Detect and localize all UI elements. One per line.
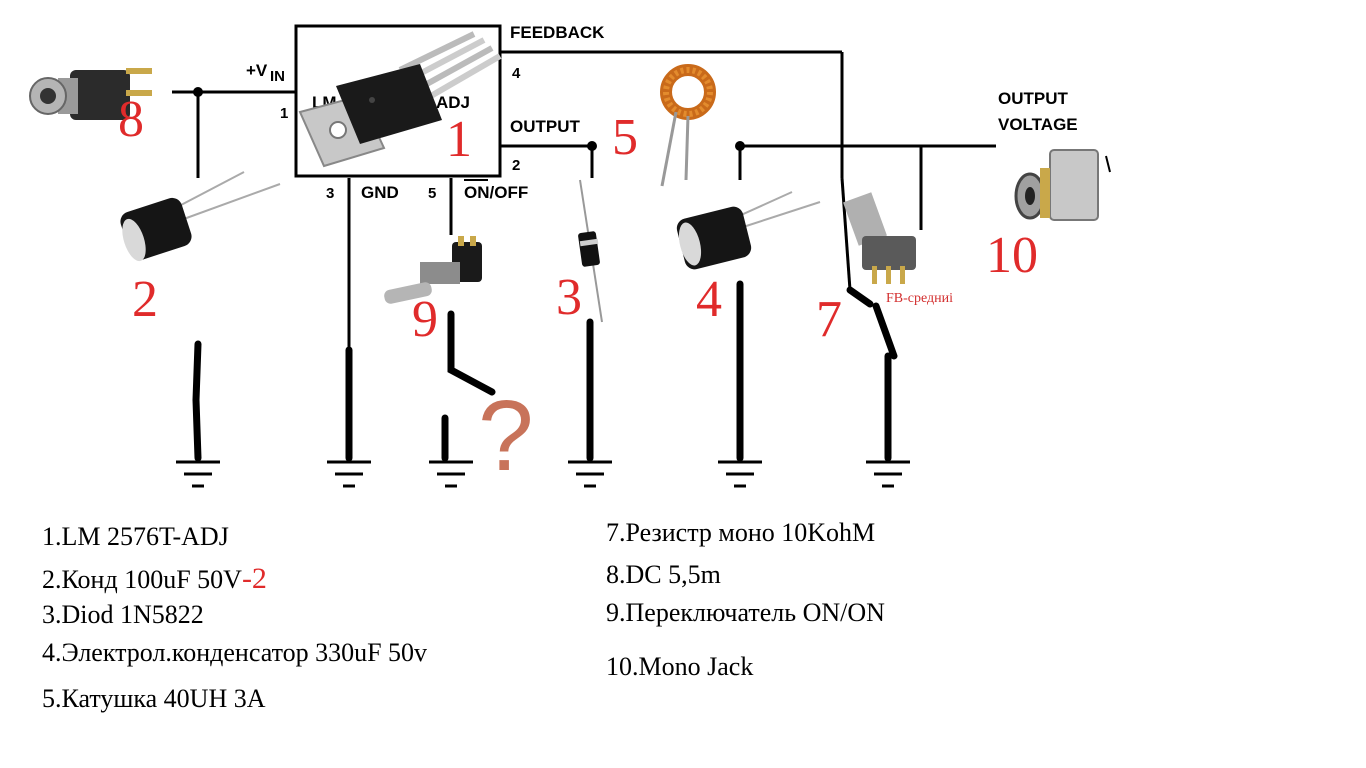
part-number-4: 4 <box>696 271 722 328</box>
legend-item-10: 10.Mono Jack <box>606 652 754 681</box>
output-label: OUTPUT <box>510 117 581 136</box>
legend-item-3: 3.Diod 1N5822 <box>42 600 204 629</box>
ic-pin-labels: +V IN 1 FEEDBACK 4 OUTPUT 2 3 GND 5 ON/O… <box>246 23 1078 202</box>
junction-dot-output-cap <box>735 141 745 151</box>
legend-item-8: 8.DC 5,5m <box>606 560 721 589</box>
feedback-label: FEEDBACK <box>510 23 605 42</box>
legend-item-4: 4.Электрол.конденсатор 330uF 50v <box>42 638 428 667</box>
part-number-7: 7 <box>816 291 842 348</box>
vin-label: +V <box>246 61 268 80</box>
pin-3-number: 3 <box>326 185 334 202</box>
junction-dot-output <box>587 141 597 151</box>
capacitor-output-image <box>676 191 821 270</box>
ground-symbol-6 <box>866 460 910 488</box>
output-voltage-label-line2: VOLTAGE <box>998 115 1078 134</box>
ic-lm2576: LM ADJ <box>294 24 502 178</box>
part-number-10: 10 <box>986 227 1038 284</box>
output-voltage-label-line1: OUTPUT <box>998 89 1069 108</box>
diode-image <box>578 179 603 323</box>
legend-item-2-quantity: -2 <box>241 562 267 595</box>
junction-dots <box>193 87 745 151</box>
junction-dot-input <box>193 87 203 97</box>
fb-middle-note: FB-средниі <box>886 291 953 306</box>
pin-4-number: 4 <box>512 65 521 82</box>
capacitor-input-image <box>120 171 281 262</box>
part-number-2: 2 <box>132 271 158 328</box>
potentiometer-image <box>843 192 916 284</box>
vin-subscript: IN <box>270 68 285 85</box>
ground-symbol-5 <box>718 460 762 488</box>
legend-item-2-text: 2.Конд 100uF 50V <box>42 565 242 594</box>
legend-item-7: 7.Резистр моно 10KohM <box>606 518 876 547</box>
part-number-8: 8 <box>118 91 144 148</box>
legend-item-2: 2.Конд 100uF 50V-2 <box>42 562 267 596</box>
ground-symbol-3 <box>429 460 473 488</box>
pin-1-number: 1 <box>280 105 288 122</box>
part-number-1: 1 <box>446 111 472 168</box>
ground-symbol-1 <box>176 460 220 488</box>
gnd-label: GND <box>361 183 399 202</box>
legend-item-1: 1.LM 2576T-ADJ <box>42 522 229 551</box>
wires <box>172 50 996 350</box>
legend-item-9: 9.Переключатель ON/ON <box>606 598 885 627</box>
legend-item-5: 5.Катушка 40UH 3A <box>42 684 266 713</box>
onoff-label: ON/OFF <box>464 183 528 202</box>
part-numbers: 1 2 3 4 5 7 8 9 10 <box>118 91 1038 348</box>
part-number-3: 3 <box>556 269 582 326</box>
ground-symbols <box>176 460 910 488</box>
ground-symbol-2 <box>327 460 371 488</box>
inductor-image <box>660 64 716 187</box>
ic-package-image <box>298 31 502 168</box>
pin-5-number: 5 <box>428 185 436 202</box>
ic-label-right: ADJ <box>436 93 470 112</box>
part-number-9: 9 <box>412 291 438 348</box>
hand-drawn-ground-leads <box>192 280 898 462</box>
pin-2-number: 2 <box>512 157 520 174</box>
toggle-switch-image <box>384 236 482 304</box>
part-number-5: 5 <box>612 109 638 166</box>
ground-symbol-4 <box>568 460 612 488</box>
mono-jack-image <box>1014 149 1111 221</box>
question-mark-annotation: ? <box>478 380 534 492</box>
dc-jack-image <box>29 68 152 120</box>
